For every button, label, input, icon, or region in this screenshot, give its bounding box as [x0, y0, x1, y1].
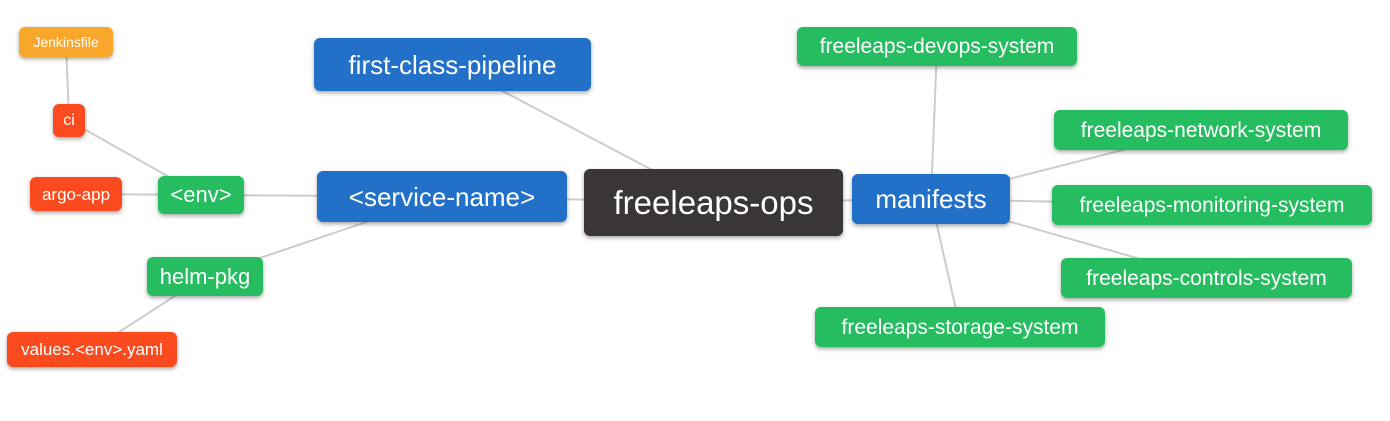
node-argo-app[interactable]: argo-app [30, 177, 122, 211]
node-label: first-class-pipeline [348, 49, 557, 80]
edge-manifests-freeleaps-devops-system [930, 46, 938, 200]
node-label: Jenkinsfile [33, 34, 99, 50]
node-ci[interactable]: ci [53, 104, 85, 137]
node-label: freeleaps-controls-system [1086, 266, 1327, 290]
node-freeleaps-ops[interactable]: freeleaps-ops [584, 169, 843, 236]
node-first-class-pipeline[interactable]: first-class-pipeline [314, 38, 591, 91]
node-values-env-yaml[interactable]: values.<env>.yaml [7, 332, 177, 367]
node-service-name[interactable]: <service-name> [317, 171, 567, 222]
node-label: values.<env>.yaml [21, 340, 163, 359]
node-env[interactable]: <env> [158, 176, 244, 214]
node-label: freeleaps-ops [613, 184, 814, 221]
node-freeleaps-storage-system[interactable]: freeleaps-storage-system [815, 307, 1105, 347]
node-label: freeleaps-network-system [1080, 118, 1322, 142]
node-label: argo-app [41, 184, 111, 204]
node-label: ci [63, 111, 75, 129]
node-manifests[interactable]: manifests [852, 174, 1010, 224]
node-label: freeleaps-devops-system [819, 35, 1055, 58]
node-label: <env> [170, 182, 232, 207]
node-freeleaps-controls-system[interactable]: freeleaps-controls-system [1061, 258, 1352, 298]
node-label: manifests [875, 184, 987, 214]
node-label: freeleaps-monitoring-system [1079, 193, 1345, 217]
node-freeleaps-monitoring-system[interactable]: freeleaps-monitoring-system [1052, 185, 1372, 225]
node-label: freeleaps-storage-system [841, 315, 1079, 339]
node-helm-pkg[interactable]: helm-pkg [147, 257, 263, 296]
node-label: helm-pkg [159, 263, 251, 289]
node-jenkinsfile[interactable]: Jenkinsfile [19, 27, 113, 57]
node-freeleaps-network-system[interactable]: freeleaps-network-system [1054, 110, 1348, 150]
node-label: <service-name> [348, 181, 536, 212]
node-freeleaps-devops-system[interactable]: freeleaps-devops-system [797, 27, 1077, 66]
